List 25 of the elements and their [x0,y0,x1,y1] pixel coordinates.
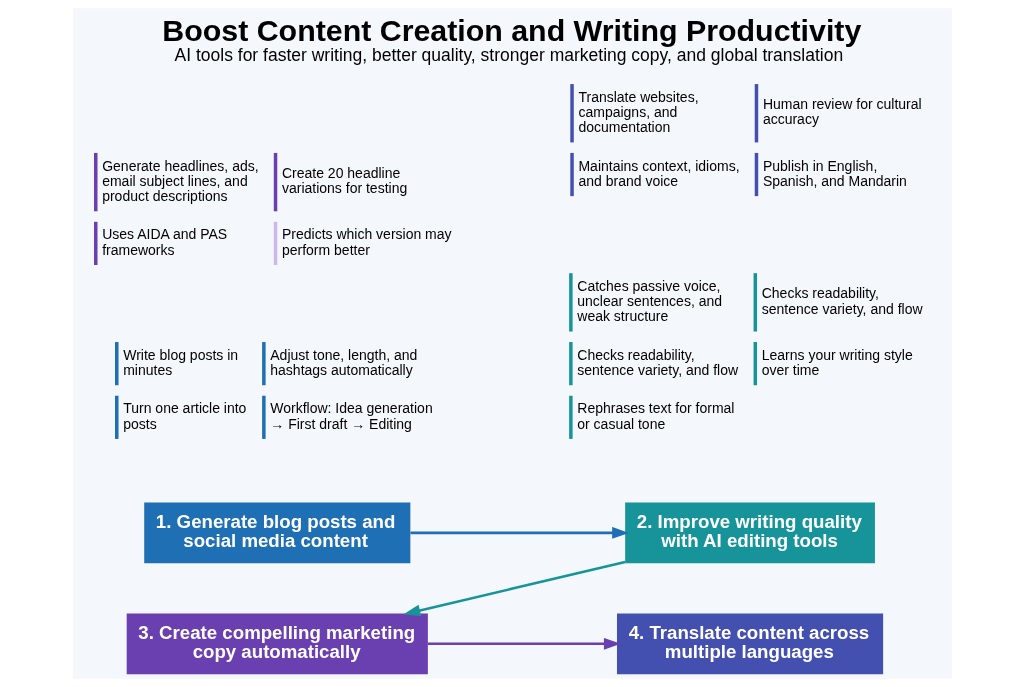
node-label: Checks readability, sentence variety, and flow [761,285,923,317]
node-box: 3. Create compelling marketing copy automatically [126,613,428,675]
node-label: Catches passive voice, unclear sentences, and weak structure [576,277,722,325]
diagram-title: Boost Content Creation and Writing Productivity [161,13,861,47]
node-label: Maintains context, idioms, and brand voice [577,157,740,189]
node-label: Adjust tone, length, and hashtags automatically [269,346,417,378]
node-box: 2. Improve writing quality with AI editing tools [624,502,875,564]
node-label: Predicts which version may perform better [281,226,452,258]
node-box: 1. Generate blog posts and social media content [143,502,410,564]
arrow [427,637,621,650]
arrow [403,560,625,617]
node-label: Learns your writing style over time [761,346,913,378]
node-label: Human review for cultural accuracy [762,96,922,128]
arrow [409,527,629,539]
node-label: Generate headlines, ads, email subject lines, and product descriptions [101,157,259,204]
node-label: Translate websites, campaigns, and documentation [577,88,699,136]
node-label: Uses AIDA and PAS frameworks [101,226,227,258]
node-label: Publish in English, Spanish, and Mandarin [762,157,907,189]
node-label: Write blog posts in minutes [122,346,238,378]
node-label: Create 20 headline variations for testing [281,165,407,197]
node-label: Checks readability, sentence variety, and flow [576,346,738,378]
node-label: Turn one article into posts [122,400,246,432]
node-label: Rephrases text for formal or casual tone [576,400,734,432]
node-label: Workflow: Idea generation → First draft → Editing [269,400,433,432]
node-box: 4. Translate content across multiple languages [616,613,883,675]
